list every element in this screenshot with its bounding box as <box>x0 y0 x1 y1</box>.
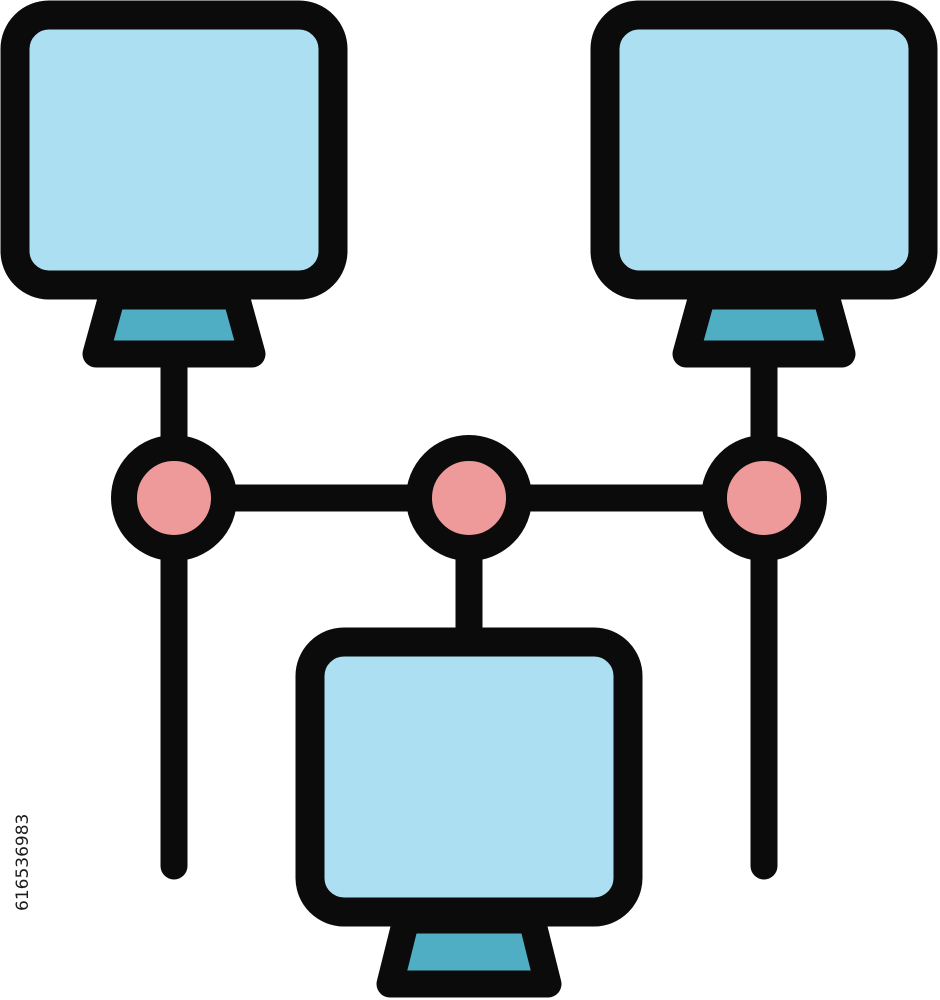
node-center <box>406 435 532 561</box>
stock-id-watermark: 616536983 <box>13 813 33 911</box>
monitor-screen <box>0 0 348 300</box>
node-right <box>701 435 827 561</box>
monitor-stand <box>376 906 562 998</box>
monitor-stand <box>82 282 266 368</box>
monitor-bottom-center <box>295 627 643 998</box>
network-nodes <box>111 435 827 561</box>
node-left <box>111 435 237 561</box>
monitor-screen <box>590 0 938 300</box>
monitor-screen <box>295 627 643 927</box>
monitor-stand <box>672 282 856 368</box>
monitor-top-left <box>0 0 348 368</box>
monitor-top-right <box>590 0 938 368</box>
